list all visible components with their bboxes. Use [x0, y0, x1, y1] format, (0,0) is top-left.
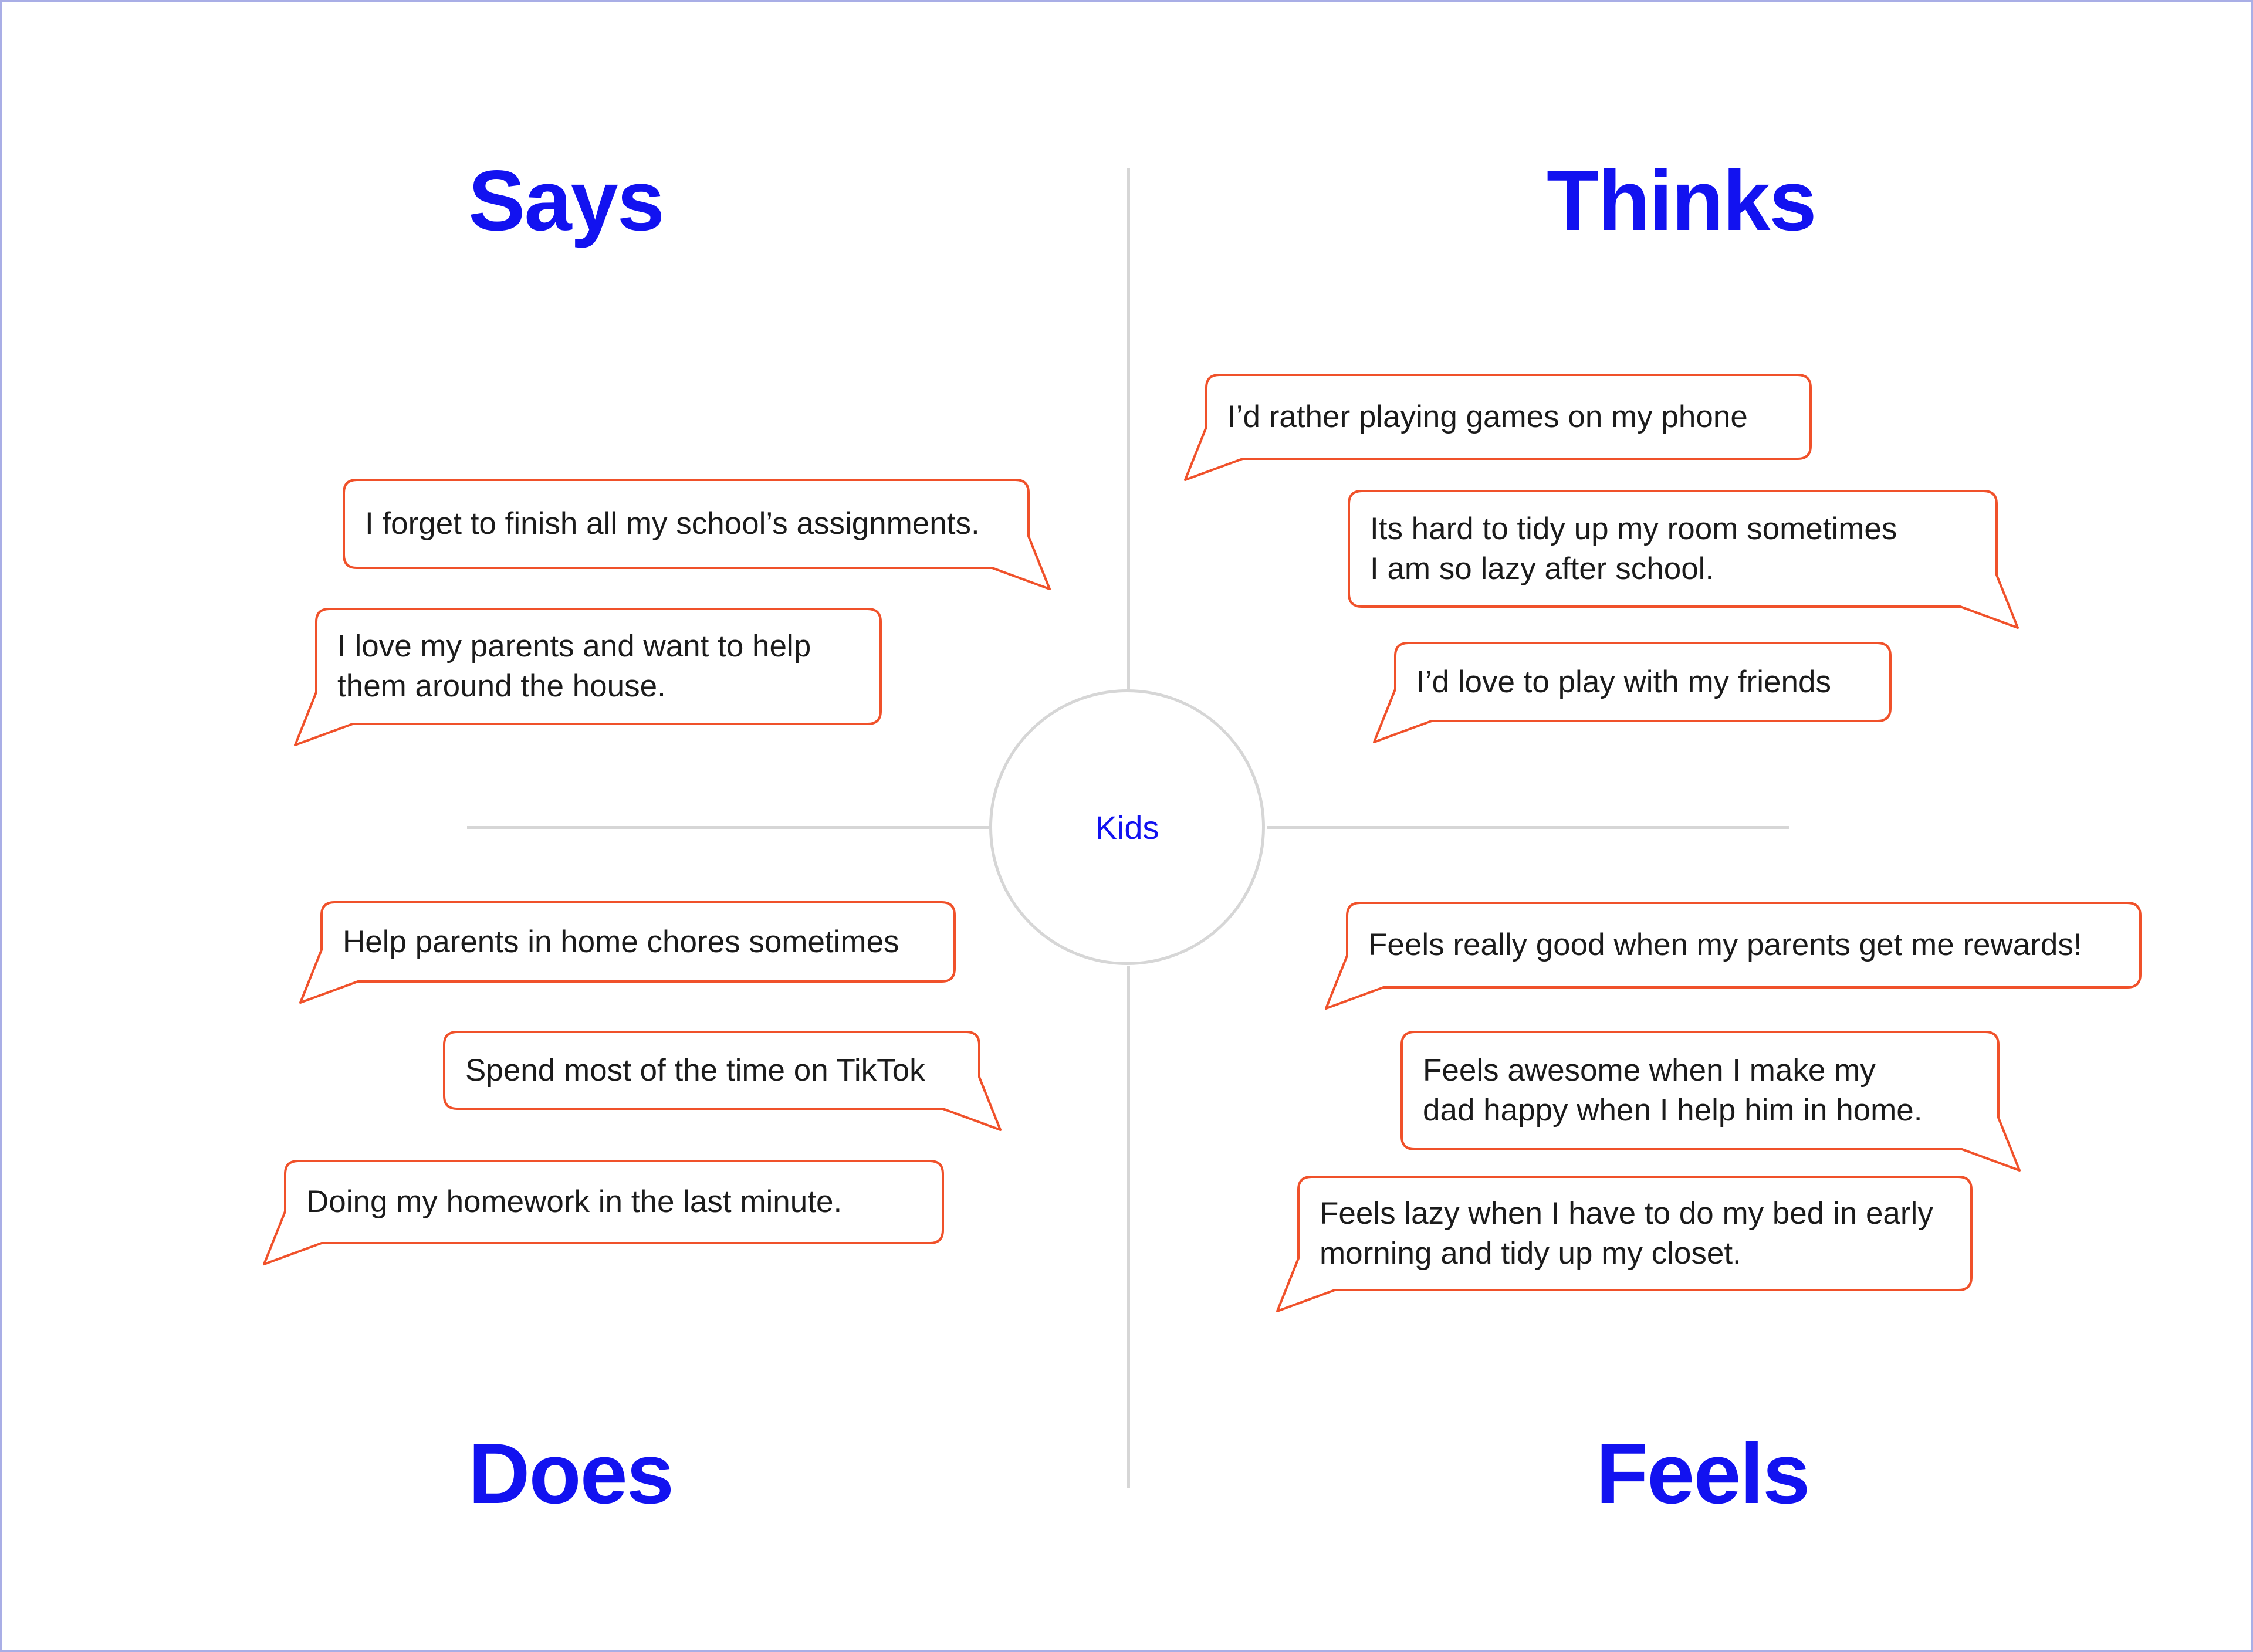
says-bubble: I forget to finish all my school’s assig… [343, 479, 1051, 590]
does-bubble: Doing my homework in the last minute. [263, 1160, 944, 1265]
bubble-text: Feels awesome when I make my dad happy w… [1423, 1051, 1923, 1130]
bubble-outline [299, 901, 956, 1004]
bubble-outline [1373, 642, 1892, 743]
center-hub: Kids [989, 689, 1265, 965]
bubble-outline [1400, 1031, 2021, 1172]
bubble-outline-path [294, 608, 882, 746]
bubble-outline [1276, 1176, 1973, 1312]
bubble-text: I forget to finish all my school’s assig… [365, 504, 980, 544]
bubble-line: Feels awesome when I make my [1423, 1053, 1876, 1088]
heading-thinks: Thinks [1547, 153, 1817, 248]
bubble-text: I’d rather playing games on my phone [1227, 397, 1748, 437]
bubble-line: Feels lazy when I have to do my bed in e… [1320, 1196, 1933, 1231]
bubble-text: I love my parents and want to help them … [337, 627, 811, 706]
bubble-outline-path [263, 1160, 944, 1265]
feels-bubble: Feels lazy when I have to do my bed in e… [1276, 1176, 1973, 1312]
bubble-text: Help parents in home chores sometimes [343, 922, 899, 962]
bubble-line: Doing my homework in the last minute. [306, 1184, 843, 1219]
bubble-outline-path [1184, 374, 1812, 481]
bubble-outline-path [443, 1031, 1002, 1131]
bubble-text: Feels lazy when I have to do my bed in e… [1320, 1194, 1933, 1274]
divider-horizontal-left [467, 826, 989, 829]
feels-bubble: Feels really good when my parents get me… [1325, 902, 2142, 1010]
bubble-line: Feels really good when my parents get me… [1368, 927, 2082, 962]
bubble-outline [1348, 490, 2019, 629]
bubble-outline-path [1325, 902, 2142, 1010]
thinks-bubble: I’d rather playing games on my phone [1184, 374, 1812, 481]
bubble-line: Spend most of the time on TikTok [465, 1053, 925, 1088]
feels-bubble: Feels awesome when I make my dad happy w… [1400, 1031, 2021, 1172]
bubble-outline-path [299, 901, 956, 1004]
bubble-outline [263, 1160, 944, 1265]
bubble-outline-path [1348, 490, 2019, 629]
divider-vertical-top [1127, 168, 1130, 690]
bubble-line: I am so lazy after school. [1370, 551, 1714, 586]
bubble-text: Doing my homework in the last minute. [306, 1182, 842, 1222]
bubble-line: dad happy when I help him in home. [1423, 1093, 1923, 1128]
hub-label: Kids [1095, 808, 1159, 846]
bubble-line: Its hard to tidy up my room sometimes [1370, 512, 1897, 546]
bubble-outline-path [1400, 1031, 2021, 1172]
bubble-line: I’d love to play with my friends [1416, 665, 1831, 699]
bubble-outline [1325, 902, 2142, 1010]
bubble-line: I love my parents and want to help [337, 629, 811, 663]
says-bubble: I love my parents and want to help them … [294, 608, 882, 746]
divider-horizontal-right [1267, 826, 1789, 829]
heading-feels: Feels [1596, 1426, 1810, 1521]
bubble-outline [343, 479, 1051, 590]
thinks-bubble: I’d love to play with my friends [1373, 642, 1892, 743]
heading-says: Says [468, 153, 665, 248]
bubble-text: I’d love to play with my friends [1416, 662, 1831, 702]
bubble-outline-path [1373, 642, 1892, 743]
bubble-line: Help parents in home chores sometimes [343, 925, 899, 959]
divider-vertical-bottom [1127, 966, 1130, 1488]
bubble-line: I’d rather playing games on my phone [1227, 400, 1748, 434]
bubble-text: Feels really good when my parents get me… [1368, 925, 2082, 965]
bubble-outline [294, 608, 882, 746]
does-bubble: Help parents in home chores sometimes [299, 901, 956, 1004]
bubble-text: Its hard to tidy up my room sometimes I … [1370, 509, 1897, 589]
bubble-outline-path [1276, 1176, 1973, 1312]
heading-does: Does [468, 1426, 674, 1521]
thinks-bubble: Its hard to tidy up my room sometimes I … [1348, 490, 2019, 629]
does-bubble: Spend most of the time on TikTok [443, 1031, 1002, 1131]
bubble-text: Spend most of the time on TikTok [465, 1051, 925, 1091]
bubble-outline [443, 1031, 1002, 1131]
bubble-outline-path [343, 479, 1051, 590]
bubble-line: morning and tidy up my closet. [1320, 1236, 1741, 1271]
bubble-outline [1184, 374, 1812, 481]
bubble-line: I forget to finish all my school’s assig… [365, 506, 980, 541]
bubble-line: them around the house. [337, 669, 666, 703]
